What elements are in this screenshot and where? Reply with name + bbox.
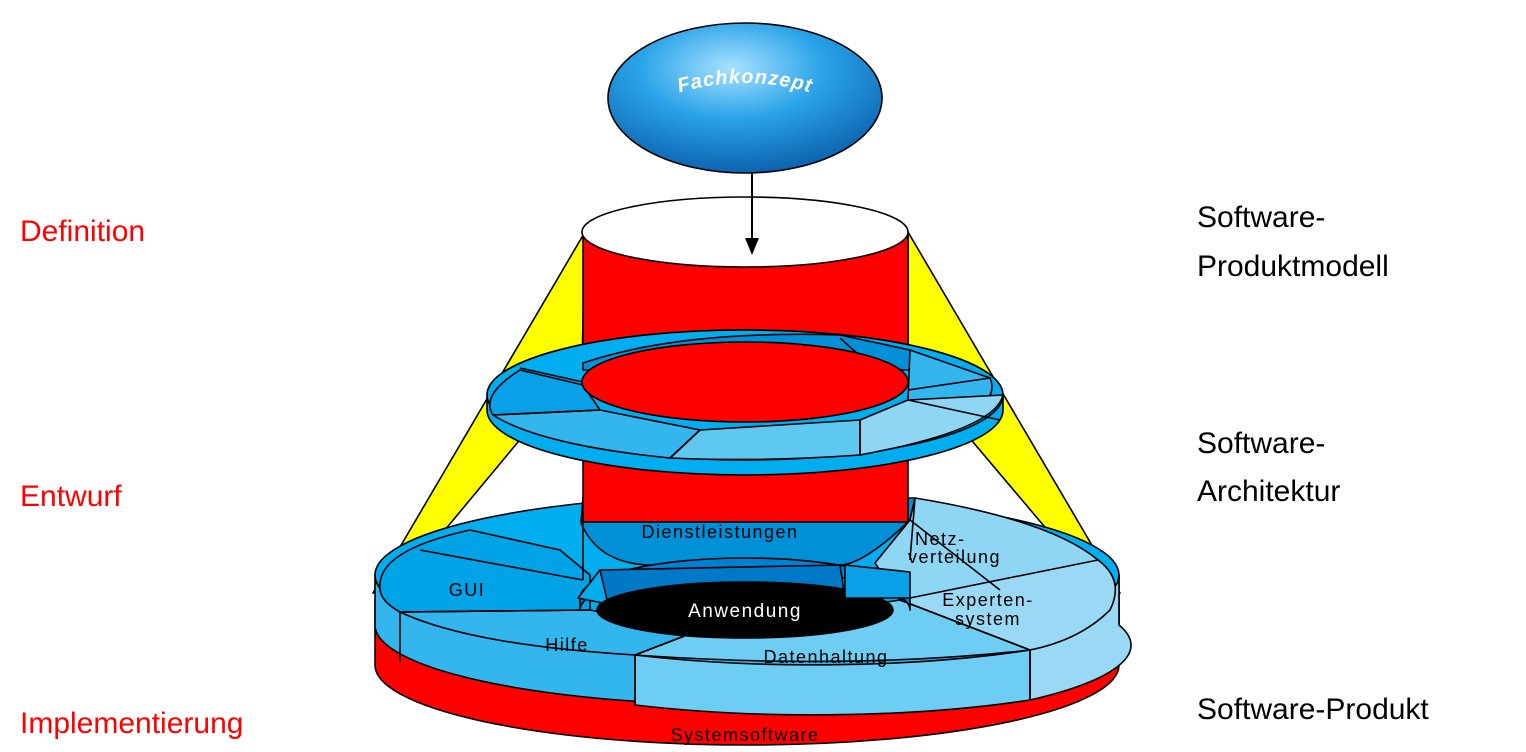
middle-ring bbox=[486, 329, 1004, 476]
phase-implementierung: Implementierung bbox=[20, 707, 243, 740]
segment-experten-line1: Experten- bbox=[942, 590, 1034, 610]
result-produktmodell-line1: Software- bbox=[1197, 201, 1325, 234]
result-produktmodell-line2: Produktmodell bbox=[1197, 250, 1389, 283]
segment-systemsoftware: Systemsoftware bbox=[670, 725, 819, 745]
segment-netz-line2: verteilung bbox=[908, 547, 1001, 567]
result-architektur-line2: Architektur bbox=[1197, 475, 1340, 508]
phase-definition: Definition bbox=[20, 215, 145, 248]
segment-netz-line1: Netz- bbox=[915, 529, 966, 549]
result-produkt: Software-Produkt bbox=[1197, 693, 1429, 726]
fachkonzept-sphere: Fachkonzept bbox=[607, 22, 883, 174]
segment-dienstleistungen: Dienstleistungen bbox=[641, 522, 798, 542]
phase-entwurf: Entwurf bbox=[20, 480, 122, 513]
segment-hilfe: Hilfe bbox=[545, 635, 589, 655]
segment-gui: GUI bbox=[449, 580, 486, 600]
segment-anwendung: Anwendung bbox=[688, 601, 802, 622]
arrow-concept-to-model bbox=[745, 172, 759, 255]
anwendung-well bbox=[577, 557, 911, 639]
segment-datenhaltung: Datenhaltung bbox=[763, 647, 888, 667]
result-architektur-line1: Software- bbox=[1197, 427, 1325, 460]
segment-experten-line2: system bbox=[955, 609, 1021, 629]
